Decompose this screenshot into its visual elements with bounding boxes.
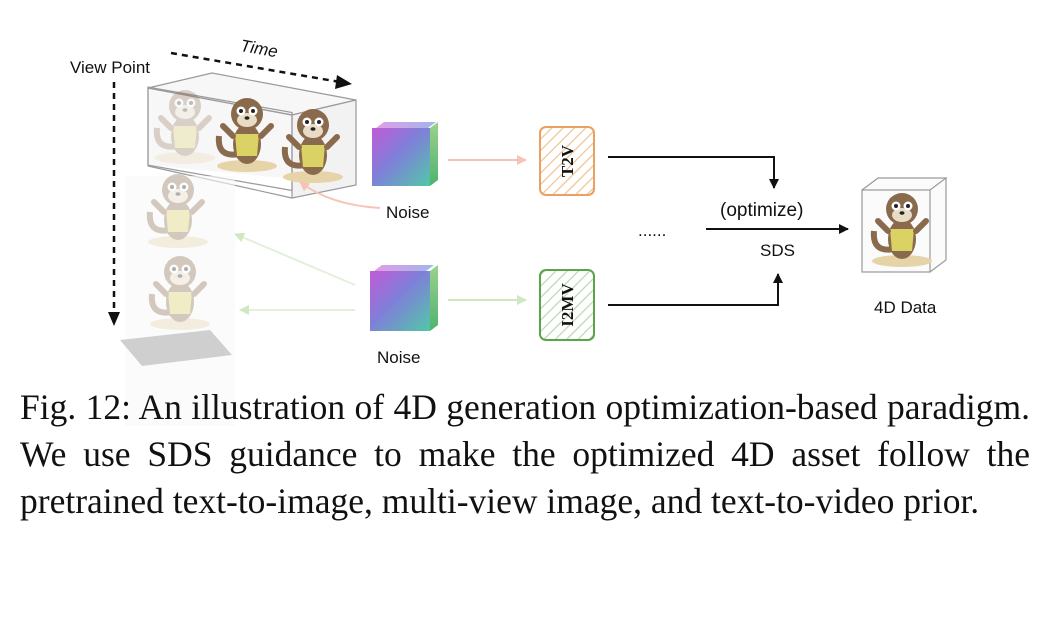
arrow-noise-back-to-time xyxy=(299,181,381,209)
noise-label-top: Noise xyxy=(386,203,429,222)
view-point-label: View Point xyxy=(70,58,150,77)
arrow-t2v-to-sds xyxy=(608,156,779,189)
arrow-noise-back-to-view-1 xyxy=(234,232,356,286)
t2v-label: T2V xyxy=(558,144,577,177)
figure-caption: Fig. 12: An illustration of 4D generatio… xyxy=(20,387,1030,521)
noise-cube-top xyxy=(372,122,438,186)
data-4d-label: 4D Data xyxy=(874,298,937,317)
time-axis xyxy=(170,51,352,89)
sds-label: SDS xyxy=(760,241,795,260)
ellipsis-label: ...... xyxy=(638,221,666,240)
t2v-block xyxy=(539,126,595,196)
view-point-axis xyxy=(108,82,120,326)
optimize-label: (optimize) xyxy=(720,200,803,221)
noise-label-bottom: Noise xyxy=(377,348,420,367)
i2mv-label: I2MV xyxy=(558,283,577,327)
time-label: Time xyxy=(239,36,279,61)
noise-cube-bottom xyxy=(370,265,438,331)
i2mv-block xyxy=(539,269,595,341)
arrow-i2mv-to-sds xyxy=(608,273,783,306)
